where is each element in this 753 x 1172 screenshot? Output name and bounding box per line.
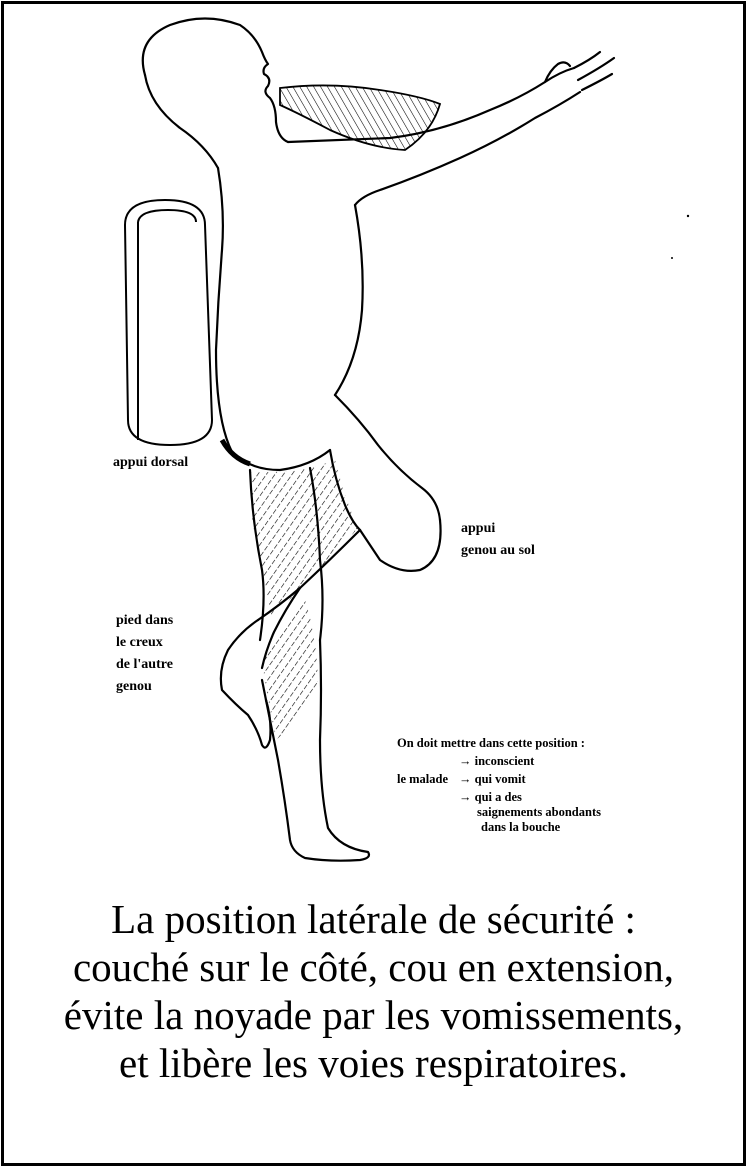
speck [671,257,673,259]
note-item-vomit: → qui vomit [459,772,526,787]
indications-note: On doit mettre dans cette position : → i… [397,736,717,866]
label-appui-genou: appui genou au sol [461,518,535,562]
note-item-saignements: → qui a des [459,790,522,805]
caption: La position latérale de sécurité : couch… [0,895,747,1087]
note-continuation-2: dans la bouche [481,820,560,835]
back-support-cushion [125,200,212,445]
label-pied-creux: pied dans le creux de l'autre genou [116,610,173,698]
note-item-inconscient: → inconscient [459,754,534,769]
caption-line: La position latérale de sécurité : [0,895,747,943]
caption-line: couché sur le côté, cou en extension, [0,943,747,991]
speck [687,215,689,217]
back-contact-mark [222,440,250,464]
note-continuation-1: saignements abondants [477,805,601,820]
note-subject: le malade [397,772,448,787]
note-intro: On doit mettre dans cette position : [397,736,585,751]
caption-line: et libère les voies respiratoires. [0,1039,747,1087]
caption-line: évite la noyade par les vomissements, [0,991,747,1039]
label-appui-dorsal: appui dorsal [113,452,188,474]
